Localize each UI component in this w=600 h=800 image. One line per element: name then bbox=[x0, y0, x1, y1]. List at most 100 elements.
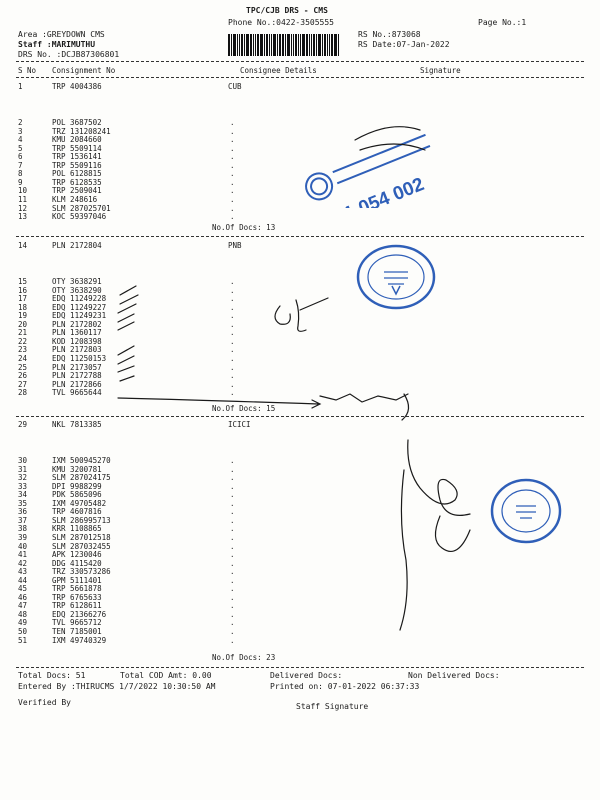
consignee-placeholder-dot: . bbox=[230, 481, 235, 491]
row-consignment-number: TRP 4607816 bbox=[52, 507, 102, 517]
row-consignment-number: TRP 5661878 bbox=[52, 584, 102, 594]
row-serial-number: 43 bbox=[18, 567, 28, 577]
row-serial-number: 19 bbox=[18, 311, 28, 321]
row-consignment-number: PLN 1360117 bbox=[52, 328, 102, 338]
consignee-placeholder-dot: . bbox=[230, 212, 235, 222]
row-consignment-number: OTY 3638291 bbox=[52, 277, 102, 286]
page-number: Page No.:1 bbox=[478, 18, 527, 27]
col-signature-header: Signature bbox=[420, 66, 461, 75]
consignee-placeholder-dot: . bbox=[230, 507, 235, 517]
consignee-placeholder-dot: . bbox=[230, 609, 235, 619]
row-consignment-number: PLN 2172866 bbox=[52, 379, 102, 389]
row-serial-number: 26 bbox=[18, 371, 28, 381]
col-sno-header: S No bbox=[18, 66, 37, 75]
row-serial-number: 20 bbox=[18, 319, 28, 329]
row-consignment-number: TRP 6128535 bbox=[52, 177, 102, 187]
consignee-placeholder-dot: . bbox=[230, 575, 235, 585]
consignee-placeholder-dot: . bbox=[230, 532, 235, 542]
row-serial-number: 31 bbox=[18, 464, 28, 474]
consignee-placeholder-dot: . bbox=[230, 592, 235, 602]
printed-on: Printed on: 07-01-2022 06:37:33 bbox=[270, 682, 420, 691]
consignee-placeholder-dot: . bbox=[230, 524, 235, 534]
consignee-placeholder-dot: . bbox=[230, 328, 235, 338]
barcode-bar bbox=[306, 34, 308, 56]
row-consignment-number: EDQ 11249231 bbox=[52, 311, 107, 321]
consignee-placeholder-dot: . bbox=[230, 118, 235, 127]
icici-stamp bbox=[490, 478, 562, 544]
consignee-placeholder-dot: . bbox=[230, 541, 235, 551]
consignee-placeholder-dot: . bbox=[230, 345, 235, 355]
barcode-bar bbox=[255, 34, 256, 56]
row-consignment-number: NKL 7813385 bbox=[52, 420, 102, 429]
delivered-docs: Delivered Docs: bbox=[270, 671, 343, 680]
row-consignment-number: KMU 3200781 bbox=[52, 464, 102, 474]
consignee-placeholder-dot: . bbox=[230, 362, 235, 372]
row-consignment-number: TRP 4004386 bbox=[52, 82, 102, 91]
row-consignment-number: SLM 287032455 bbox=[52, 541, 111, 551]
consignee-placeholder-dot: . bbox=[230, 379, 235, 389]
barcode-bar bbox=[334, 34, 337, 56]
row-serial-number: 24 bbox=[18, 353, 28, 363]
total-cod-amount: Total COD Amt: 0.00 bbox=[120, 671, 212, 680]
barcode-bar bbox=[244, 34, 245, 56]
barcode-bar bbox=[322, 34, 323, 56]
row-serial-number: 40 bbox=[18, 541, 28, 551]
barcode-bar bbox=[233, 34, 236, 56]
row-consignment-number: KMU 2084660 bbox=[52, 135, 102, 145]
row-consignment-number: TVL 9665712 bbox=[52, 618, 102, 628]
row-consignment-number: TRP 6765633 bbox=[52, 592, 102, 602]
consignee-placeholder-dot: . bbox=[230, 126, 235, 136]
barcode-bar bbox=[316, 34, 317, 56]
barcode-bar bbox=[302, 34, 305, 56]
consignee-placeholder-dot: . bbox=[230, 601, 235, 611]
row-serial-number: 6 bbox=[18, 152, 23, 162]
consignee-placeholder-dot: . bbox=[230, 160, 235, 170]
row-consignment-number: SLM 286995713 bbox=[52, 515, 111, 525]
row-serial-number: 22 bbox=[18, 336, 28, 346]
entered-by: Entered By :THIRUCMS 1/7/2022 10:30:50 A… bbox=[18, 682, 216, 691]
row-consignment-number: PLN 2172804 bbox=[52, 241, 102, 250]
barcode-bar bbox=[309, 34, 310, 56]
row-serial-number: 13 bbox=[18, 212, 28, 222]
row-consignment-number: TVL 9665644 bbox=[52, 388, 102, 398]
consignee-placeholder-dot: . bbox=[230, 618, 235, 628]
barcode-bar bbox=[313, 34, 315, 56]
row-serial-number: 11 bbox=[18, 194, 28, 204]
col-consignee-header: Consignee Details bbox=[240, 66, 317, 75]
drs-number: DRS No. :DCJB87306801 bbox=[18, 50, 120, 59]
barcode-bar bbox=[264, 34, 265, 56]
consignee-placeholder-dot: . bbox=[230, 203, 235, 213]
barcode-bar bbox=[257, 34, 259, 56]
barcode-bar bbox=[318, 34, 321, 56]
divider bbox=[16, 236, 584, 237]
row-serial-number: 46 bbox=[18, 592, 28, 602]
divider bbox=[16, 61, 584, 62]
row-consignment-number: KOD 1208398 bbox=[52, 336, 102, 346]
consignee-placeholder-dot: . bbox=[230, 135, 235, 145]
barcode-bar bbox=[338, 34, 339, 56]
row-consignment-number: EDQ 11249227 bbox=[52, 302, 107, 312]
row-serial-number: 28 bbox=[18, 388, 28, 398]
barcode-bar bbox=[279, 34, 281, 56]
col-consignment-header: Consignment No bbox=[52, 66, 116, 75]
row-consignment-number: KLM 248616 bbox=[52, 194, 98, 204]
row-serial-number: 37 bbox=[18, 515, 28, 525]
barcode-bar bbox=[327, 34, 328, 56]
consignee-placeholder-dot: . bbox=[230, 302, 235, 312]
consignee-placeholder-dot: . bbox=[230, 515, 235, 525]
barcode-bar bbox=[329, 34, 330, 56]
row-serial-number: 5 bbox=[18, 143, 23, 153]
row-serial-number: 4 bbox=[18, 135, 23, 145]
consignee-name: PNB bbox=[228, 241, 242, 250]
consignee-placeholder-dot: . bbox=[230, 177, 235, 187]
row-consignment-number: PDK 5865096 bbox=[52, 490, 102, 500]
barcode-bar bbox=[253, 34, 254, 56]
consignee-placeholder-dot: . bbox=[230, 152, 235, 162]
row-consignment-number: KRR 1108865 bbox=[52, 524, 102, 534]
barcode-bar bbox=[293, 34, 294, 56]
group-doc-count: No.Of Docs: 15 bbox=[212, 404, 276, 413]
consignee-placeholder-dot: . bbox=[230, 550, 235, 560]
consignee-placeholder-dot: . bbox=[230, 319, 235, 329]
row-serial-number: 7 bbox=[18, 160, 23, 170]
row-serial-number: 21 bbox=[18, 328, 28, 338]
